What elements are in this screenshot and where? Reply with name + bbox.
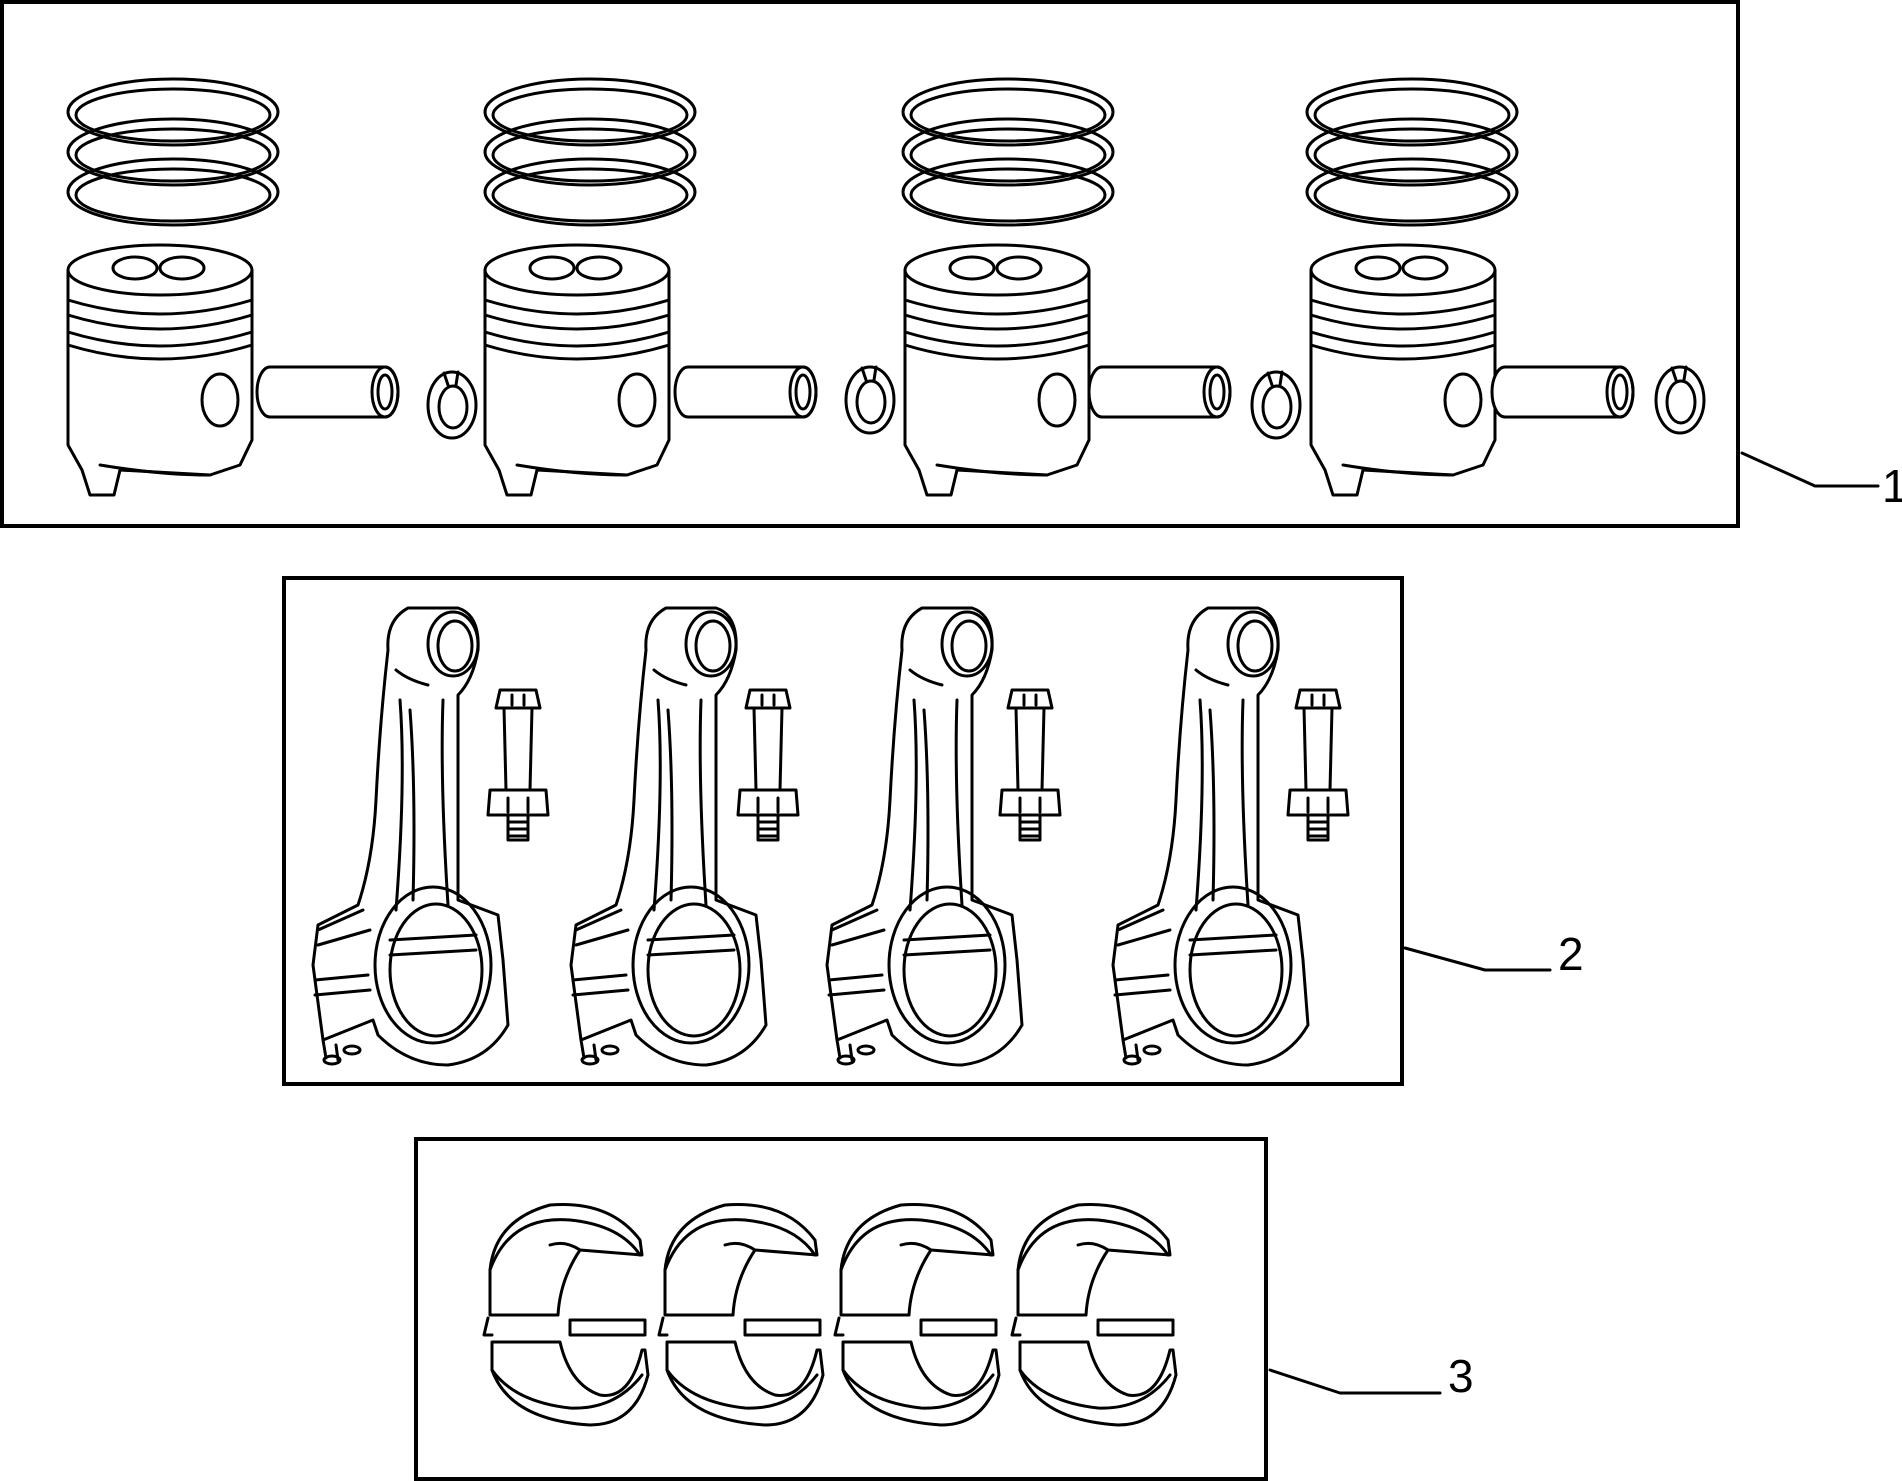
piston-ring-icon (1305, 157, 1519, 227)
piston-ring-icon (901, 77, 1115, 147)
bearing-shell-set-frame (414, 1137, 1268, 1481)
piston-assembly-1 (66, 77, 478, 497)
piston-icon (483, 243, 671, 497)
piston-pin-icon (1087, 365, 1232, 419)
piston-pin-icon (255, 365, 400, 419)
callout-3: 3 (1268, 1350, 1474, 1402)
circlip-icon (1250, 370, 1302, 440)
circlip-icon (1654, 365, 1706, 435)
piston-ring-icon (1305, 77, 1519, 147)
connecting-rod-assembly-2 (569, 606, 800, 1067)
connecting-rod-icon (825, 606, 1024, 1067)
piston-icon (903, 243, 1091, 497)
rod-bolt-icon (486, 688, 550, 842)
piston-icon (1309, 243, 1497, 497)
piston-pin-icon (1490, 365, 1635, 419)
piston-assembly-4 (1305, 77, 1706, 497)
callout-label: 2 (1558, 928, 1584, 980)
bearing-shells (482, 1202, 1178, 1427)
callout-2: 2 (1403, 928, 1584, 980)
piston-ring-icon (483, 157, 697, 227)
piston-ring-icon (66, 117, 280, 187)
connecting-rod-icon (569, 606, 768, 1067)
connecting-rod-icon (1111, 606, 1310, 1067)
rod-bolt-icon (736, 688, 800, 842)
rod-bolt-icon (1286, 688, 1350, 842)
piston-ring-icon (483, 77, 697, 147)
piston-ring-icon (1305, 117, 1519, 187)
callout-1: 1 (1740, 451, 1902, 512)
bearing-shell-icon (657, 1202, 825, 1427)
callout-label: 1 (1882, 460, 1902, 512)
circlip-icon (844, 365, 896, 435)
bearing-shell-icon (482, 1202, 650, 1427)
piston-assembly-2 (483, 77, 896, 497)
piston-ring-icon (66, 157, 280, 227)
piston-pin-icon (673, 365, 818, 419)
circlip-icon (426, 370, 478, 440)
connecting-rod-assembly-4 (1111, 606, 1350, 1067)
bearing-shell-icon (833, 1202, 1001, 1427)
piston-assembly-3 (901, 77, 1302, 497)
piston-ring-icon (483, 117, 697, 187)
piston-ring-icon (901, 117, 1115, 187)
bearing-shell-icon (1010, 1202, 1178, 1427)
connecting-rod-assembly-3 (825, 606, 1062, 1067)
piston-set-frame (0, 0, 1740, 528)
connecting-rod-assembly-1 (311, 606, 550, 1067)
connecting-rod-set-frame (282, 576, 1404, 1086)
piston-icon (66, 243, 254, 497)
piston-ring-icon (901, 157, 1115, 227)
piston-ring-icon (66, 77, 280, 147)
rod-bolt-icon (998, 688, 1062, 842)
connecting-rod-icon (311, 606, 510, 1067)
callout-label: 3 (1448, 1350, 1474, 1402)
